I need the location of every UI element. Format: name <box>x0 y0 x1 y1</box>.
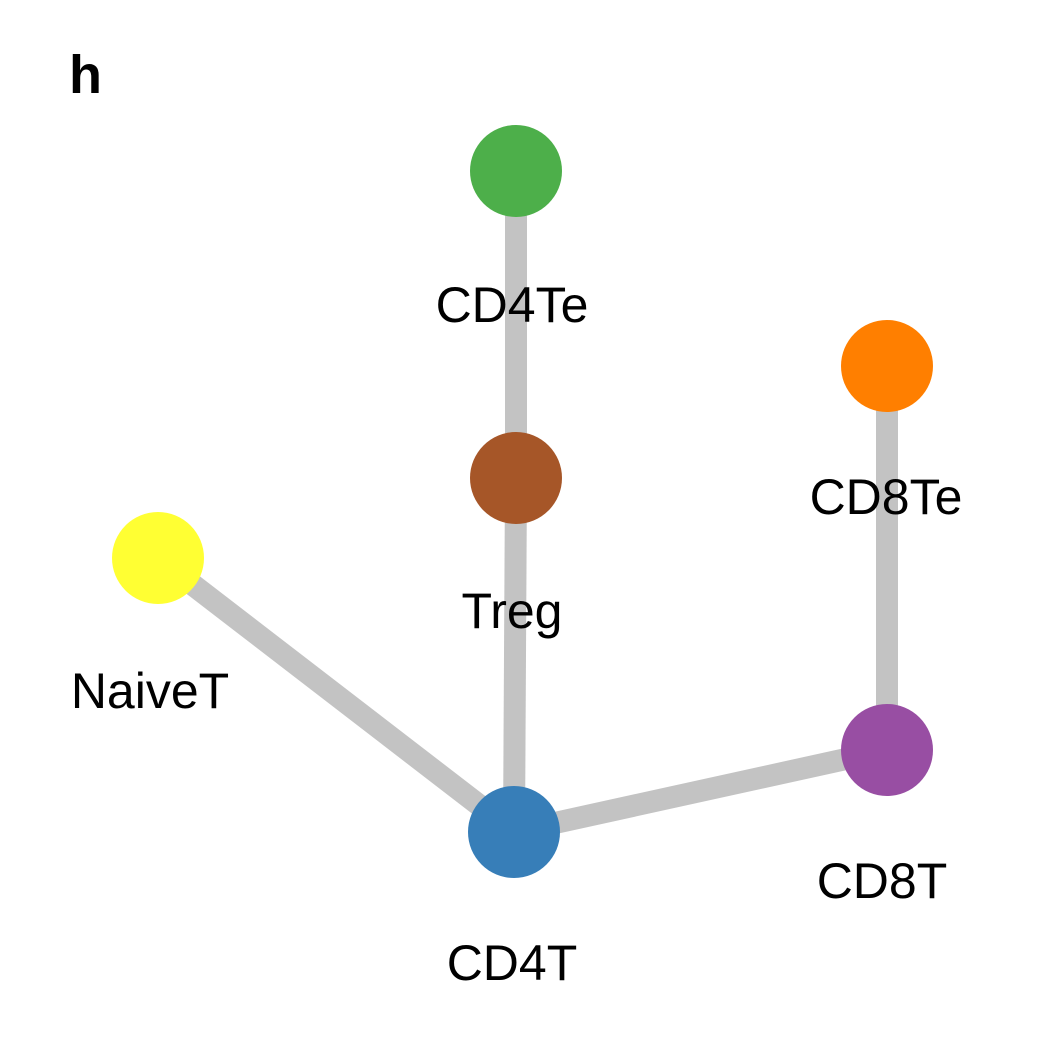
edge-naivet-cd4t <box>151 549 521 841</box>
node-label-naivet: NaiveT <box>71 663 229 719</box>
node-cd4te <box>470 125 562 217</box>
edge-cd4t-cd8t <box>511 739 890 843</box>
node-label-treg: Treg <box>462 583 563 639</box>
edge-treg-cd4t <box>503 477 527 833</box>
node-cd8t <box>841 704 933 796</box>
edges-layer <box>151 171 898 843</box>
node-label-cd8t: CD8T <box>817 853 948 909</box>
node-treg <box>470 432 562 524</box>
node-cd8te <box>841 320 933 412</box>
node-cd4t <box>468 786 560 878</box>
panel-letter: h <box>69 45 102 105</box>
nodes-layer <box>112 125 933 878</box>
node-label-cd4te: CD4Te <box>436 277 589 333</box>
node-label-cd4t: CD4T <box>447 935 578 991</box>
node-naivet <box>112 512 204 604</box>
node-label-cd8te: CD8Te <box>810 469 963 525</box>
